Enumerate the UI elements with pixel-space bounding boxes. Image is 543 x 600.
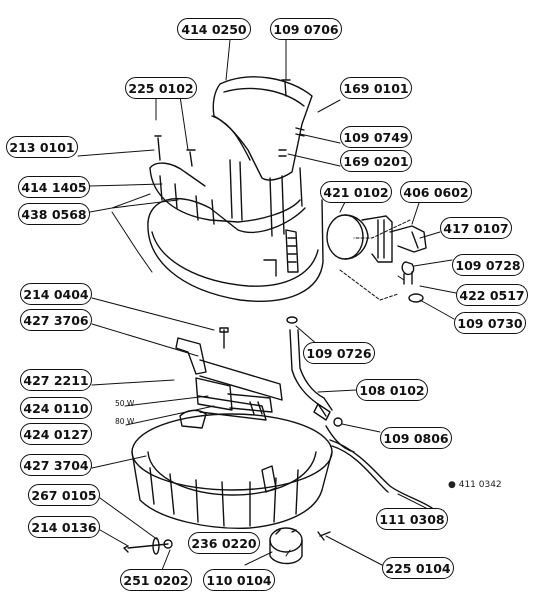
part-label-236-0220[interactable]: 236 0220 xyxy=(188,532,260,554)
part-label-214-0404[interactable]: 214 0404 xyxy=(20,283,92,305)
part-label-225-0102[interactable]: 225 0102 xyxy=(125,77,197,99)
part-label-414-0250[interactable]: 414 0250 xyxy=(177,18,251,40)
lower-base-drawing xyxy=(131,409,433,529)
part-label-214-0136[interactable]: 214 0136 xyxy=(28,516,100,538)
upper-housing-drawing xyxy=(147,76,324,302)
solenoid-assembly-drawing xyxy=(326,214,427,303)
part-label-109-0706[interactable]: 109 0706 xyxy=(270,18,342,40)
part-label-438-0568[interactable]: 438 0568 xyxy=(18,203,90,225)
power-label-50w: 50 W xyxy=(115,399,135,408)
part-label-427-3704[interactable]: 427 3704 xyxy=(20,454,92,476)
part-label-109-0728[interactable]: 109 0728 xyxy=(452,254,524,276)
part-label-421-0102[interactable]: 421 0102 xyxy=(320,181,392,203)
part-label-108-0102[interactable]: 108 0102 xyxy=(356,379,428,401)
drawing-reference-number: ● 411 0342 xyxy=(448,480,502,490)
power-label-80w: 80 W xyxy=(115,417,135,426)
part-label-427-2211[interactable]: 427 2211 xyxy=(20,369,92,391)
part-label-251-0202[interactable]: 251 0202 xyxy=(120,569,192,591)
part-label-406-0602[interactable]: 406 0602 xyxy=(400,181,472,203)
part-label-417-0107[interactable]: 417 0107 xyxy=(440,217,512,239)
part-label-267-0105[interactable]: 267 0105 xyxy=(28,484,100,506)
part-label-225-0104[interactable]: 225 0104 xyxy=(382,557,454,579)
part-label-109-0726[interactable]: 109 0726 xyxy=(303,342,375,364)
part-label-111-0308[interactable]: 111 0308 xyxy=(376,508,448,530)
part-label-427-3706[interactable]: 427 3706 xyxy=(20,309,92,331)
part-label-213-0101[interactable]: 213 0101 xyxy=(6,136,78,158)
part-label-109-0730[interactable]: 109 0730 xyxy=(454,312,526,334)
part-label-169-0101[interactable]: 169 0101 xyxy=(340,77,412,99)
part-label-109-0806[interactable]: 109 0806 xyxy=(380,427,452,449)
part-label-424-0110[interactable]: 424 0110 xyxy=(20,397,92,419)
heater-bracket-drawing xyxy=(175,316,343,427)
part-label-422-0517[interactable]: 422 0517 xyxy=(456,284,528,306)
part-label-414-1405[interactable]: 414 1405 xyxy=(18,176,90,198)
part-label-424-0127[interactable]: 424 0127 xyxy=(20,423,92,445)
part-label-110-0104[interactable]: 110 0104 xyxy=(203,569,275,591)
part-label-109-0749[interactable]: 109 0749 xyxy=(340,126,412,148)
part-label-169-0201[interactable]: 169 0201 xyxy=(340,150,412,172)
